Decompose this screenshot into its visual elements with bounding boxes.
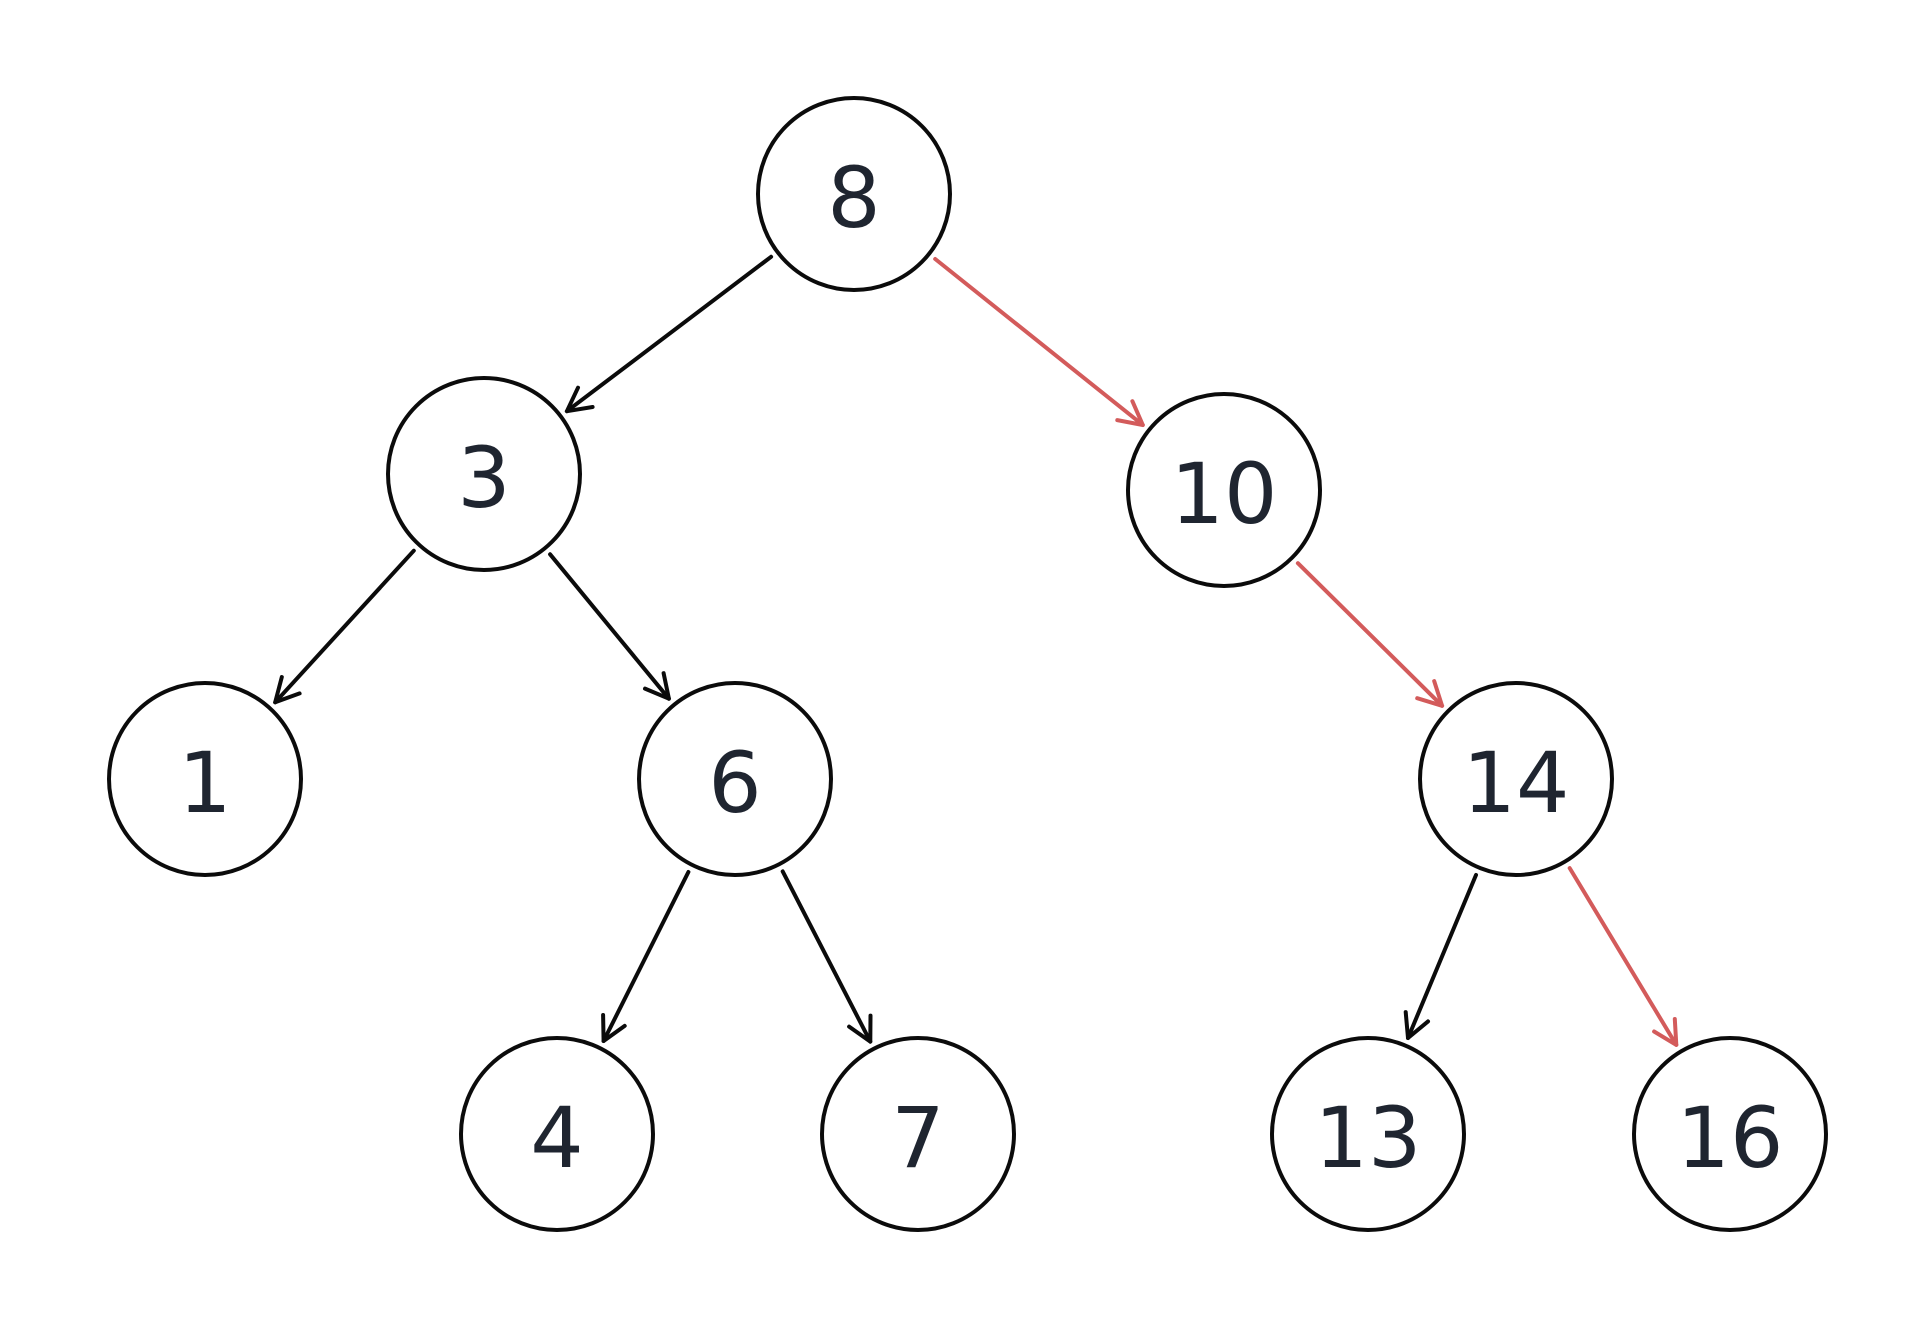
- edge-n8-n10-highlighted: [933, 257, 1145, 427]
- node-label: 1: [178, 734, 231, 832]
- node-4: 4: [459, 1036, 655, 1232]
- edges-layer: [273, 254, 1679, 1047]
- node-10: 10: [1126, 392, 1322, 588]
- edge-n6-n4: [601, 870, 691, 1043]
- node-circle: [820, 1036, 1016, 1232]
- node-label: 6: [708, 734, 761, 832]
- node-label: 16: [1677, 1089, 1784, 1187]
- edge-n14-n16-highlighted: [1567, 866, 1679, 1047]
- node-8: 8: [756, 96, 952, 292]
- arrowhead: [1403, 1010, 1430, 1040]
- edge-line: [1295, 561, 1445, 708]
- edge-line: [273, 548, 416, 705]
- node-14: 14: [1418, 681, 1614, 877]
- node-circle: [1418, 681, 1614, 877]
- node-13: 13: [1270, 1036, 1466, 1232]
- edge-line: [933, 257, 1145, 427]
- edge-n3-n6: [548, 552, 671, 701]
- edge-n8-n3: [564, 254, 774, 414]
- edge-line: [548, 552, 671, 701]
- edge-n14-n13: [1403, 873, 1478, 1040]
- node-6: 6: [637, 681, 833, 877]
- node-circle: [1270, 1036, 1466, 1232]
- edge-n6-n7: [780, 869, 873, 1044]
- arrowhead: [1652, 1017, 1679, 1047]
- node-circle: [756, 96, 952, 292]
- node-circle: [459, 1036, 655, 1232]
- node-circle: [1126, 392, 1322, 588]
- node-1: 1: [107, 681, 303, 877]
- arrowhead: [601, 1013, 627, 1043]
- node-circle: [1632, 1036, 1828, 1232]
- node-label: 3: [457, 429, 510, 527]
- arrowhead: [273, 675, 302, 705]
- edge-line: [780, 869, 873, 1044]
- node-circle: [107, 681, 303, 877]
- node-label: 4: [530, 1089, 583, 1187]
- node-3: 3: [386, 376, 582, 572]
- arrowhead: [643, 671, 671, 701]
- node-circle: [637, 681, 833, 877]
- arrowhead: [1115, 399, 1145, 427]
- edge-line: [1567, 866, 1679, 1047]
- arrowhead: [847, 1013, 873, 1044]
- edge-n10-n14-highlighted: [1295, 561, 1445, 708]
- edge-line: [564, 254, 774, 414]
- edge-line: [1406, 873, 1478, 1040]
- node-label: 14: [1463, 734, 1570, 832]
- node-label: 13: [1315, 1089, 1422, 1187]
- node-circle: [386, 376, 582, 572]
- node-label: 7: [891, 1089, 944, 1187]
- arrowhead: [564, 385, 595, 414]
- node-7: 7: [820, 1036, 1016, 1232]
- node-label: 8: [827, 149, 880, 247]
- node-label: 10: [1171, 445, 1278, 543]
- node-16-highlighted: 16: [1632, 1036, 1828, 1232]
- arrowhead: [1415, 679, 1445, 708]
- edge-n3-n1: [273, 548, 416, 705]
- edge-line: [601, 870, 691, 1043]
